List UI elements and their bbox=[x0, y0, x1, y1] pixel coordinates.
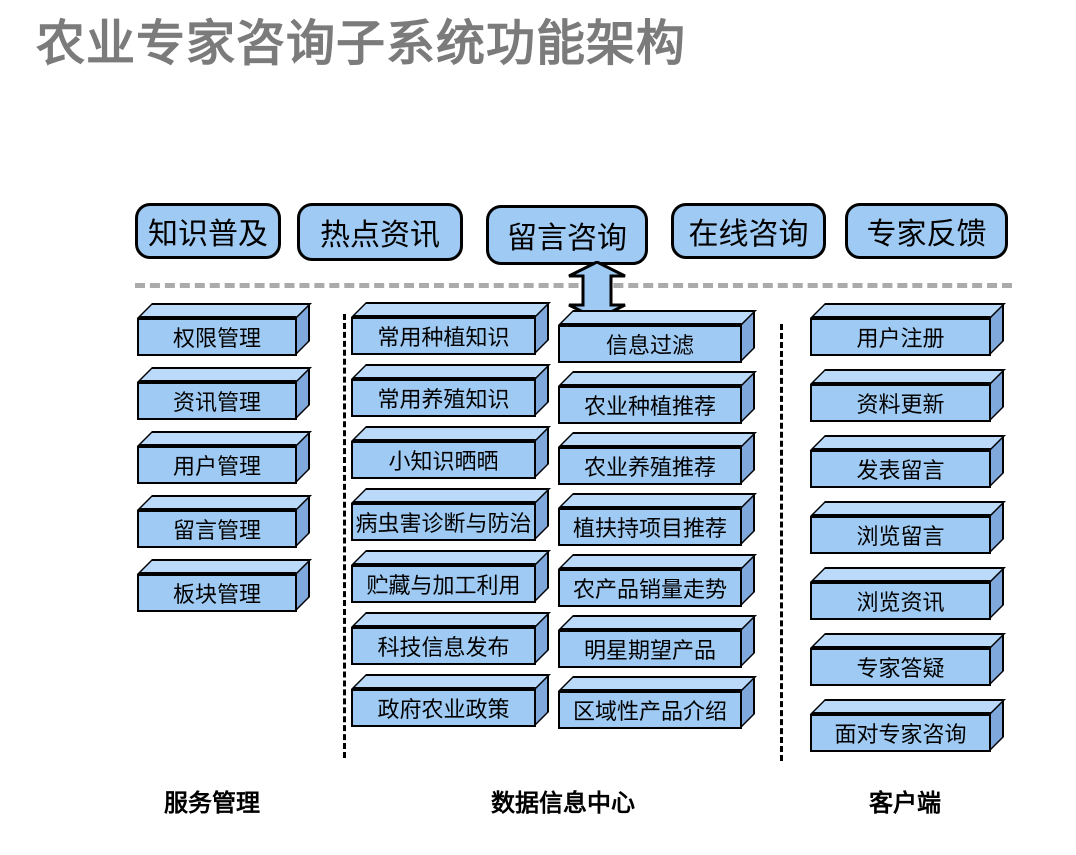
box-label: 植扶持项目推荐 bbox=[558, 508, 742, 546]
box-regional-product-intro: 区域性产品介绍 bbox=[558, 676, 757, 729]
cube-top-face bbox=[351, 488, 551, 503]
horizontal-dashed-divider bbox=[135, 283, 1012, 288]
box-gov-agri-policy: 政府农业政策 bbox=[351, 674, 551, 727]
box-label: 病虫害诊断与防治 bbox=[351, 503, 536, 541]
cube-top-face bbox=[558, 554, 757, 569]
box-label: 发表留言 bbox=[810, 450, 991, 488]
box-label: 板块管理 bbox=[137, 574, 297, 612]
box-label: 农业种植推荐 bbox=[558, 386, 742, 424]
column-data-center-left: 常用种植知识 常用养殖知识 小知识晒晒 病虫害诊断与防治 贮藏与加工利用 科技信… bbox=[351, 302, 551, 727]
box-user-register: 用户注册 bbox=[810, 303, 1006, 356]
box-message-mgmt: 留言管理 bbox=[137, 495, 312, 548]
cube-top-face bbox=[810, 633, 1006, 648]
cube-top-face bbox=[558, 371, 757, 386]
cube-top-face bbox=[137, 303, 312, 318]
box-board-mgmt: 板块管理 bbox=[137, 559, 312, 612]
top-box-expert-feedback: 专家反馈 bbox=[845, 203, 1008, 259]
box-planting-recommend: 农业种植推荐 bbox=[558, 371, 757, 424]
box-label: 区域性产品介绍 bbox=[558, 691, 742, 729]
box-pest-diagnosis: 病虫害诊断与防治 bbox=[351, 488, 551, 541]
box-breeding-recommend: 农业养殖推荐 bbox=[558, 432, 757, 485]
box-label: 农业养殖推荐 bbox=[558, 447, 742, 485]
box-post-message: 发表留言 bbox=[810, 435, 1006, 488]
cube-top-face bbox=[558, 493, 757, 508]
box-label: 资讯管理 bbox=[137, 382, 297, 420]
box-support-project-recommend: 植扶持项目推荐 bbox=[558, 493, 757, 546]
caption-client: 客户端 bbox=[869, 790, 941, 817]
top-box-message-consult: 留言咨询 bbox=[486, 205, 648, 265]
box-label: 留言管理 bbox=[137, 510, 297, 548]
box-label: 资料更新 bbox=[810, 384, 991, 422]
box-user-mgmt: 用户管理 bbox=[137, 431, 312, 484]
cube-top-face bbox=[810, 369, 1006, 384]
box-label: 信息过滤 bbox=[558, 325, 742, 363]
caption-data-information-center: 数据信息中心 bbox=[491, 790, 635, 817]
box-expert-qa: 专家答疑 bbox=[810, 633, 1006, 686]
box-label: 贮藏与加工利用 bbox=[351, 565, 536, 603]
box-tips-sharing: 小知识晒晒 bbox=[351, 426, 551, 479]
box-label: 浏览留言 bbox=[810, 516, 991, 554]
box-news-mgmt: 资讯管理 bbox=[137, 367, 312, 420]
column-client: 用户注册 资料更新 发表留言 浏览留言 浏览资讯 专家答疑 bbox=[810, 303, 1006, 752]
top-box-knowledge-popularization: 知识普及 bbox=[135, 203, 281, 259]
cube-top-face bbox=[351, 674, 551, 689]
column-data-center-right: 信息过滤 农业种植推荐 农业养殖推荐 植扶持项目推荐 农产品销量走势 明星期望产… bbox=[558, 310, 757, 729]
column-service-management: 权限管理 资讯管理 用户管理 留言管理 板块管理 bbox=[137, 303, 312, 612]
cube-top-face bbox=[137, 431, 312, 446]
cube-top-face bbox=[558, 310, 757, 325]
cube-top-face bbox=[810, 699, 1006, 714]
cube-top-face bbox=[351, 364, 551, 379]
cube-top-face bbox=[137, 559, 312, 574]
box-planting-knowledge: 常用种植知识 bbox=[351, 302, 551, 355]
cube-top-face bbox=[810, 435, 1006, 450]
box-star-product: 明星期望产品 bbox=[558, 615, 757, 668]
box-browse-news: 浏览资讯 bbox=[810, 567, 1006, 620]
cube-top-face bbox=[810, 303, 1006, 318]
box-label: 面对专家咨询 bbox=[810, 714, 991, 752]
cube-top-face bbox=[137, 367, 312, 382]
cube-top-face bbox=[810, 501, 1006, 516]
cube-top-face bbox=[351, 612, 551, 627]
box-label: 浏览资讯 bbox=[810, 582, 991, 620]
box-label: 用户注册 bbox=[810, 318, 991, 356]
box-browse-messages: 浏览留言 bbox=[810, 501, 1006, 554]
cube-top-face bbox=[558, 676, 757, 691]
box-label: 农产品销量走势 bbox=[558, 569, 742, 607]
box-face-expert-consult: 面对专家咨询 bbox=[810, 699, 1006, 752]
caption-service-management: 服务管理 bbox=[164, 790, 260, 817]
cube-top-face bbox=[810, 567, 1006, 582]
box-label: 用户管理 bbox=[137, 446, 297, 484]
vertical-dashed-divider-right bbox=[780, 324, 783, 761]
box-label: 科技信息发布 bbox=[351, 627, 536, 665]
box-sales-trend: 农产品销量走势 bbox=[558, 554, 757, 607]
box-info-filter: 信息过滤 bbox=[558, 310, 757, 363]
box-label: 常用养殖知识 bbox=[351, 379, 536, 417]
box-breeding-knowledge: 常用养殖知识 bbox=[351, 364, 551, 417]
box-permission-mgmt: 权限管理 bbox=[137, 303, 312, 356]
vertical-dashed-divider-left bbox=[343, 314, 346, 758]
top-box-online-consult: 在线咨询 bbox=[671, 203, 826, 259]
cube-top-face bbox=[351, 426, 551, 441]
cube-top-face bbox=[351, 302, 551, 317]
box-label: 权限管理 bbox=[137, 318, 297, 356]
box-label: 常用种植知识 bbox=[351, 317, 536, 355]
cube-top-face bbox=[351, 550, 551, 565]
box-storage-processing: 贮藏与加工利用 bbox=[351, 550, 551, 603]
cube-top-face bbox=[558, 432, 757, 447]
box-label: 小知识晒晒 bbox=[351, 441, 536, 479]
box-label: 明星期望产品 bbox=[558, 630, 742, 668]
cube-top-face bbox=[137, 495, 312, 510]
box-label: 政府农业政策 bbox=[351, 689, 536, 727]
box-profile-update: 资料更新 bbox=[810, 369, 1006, 422]
top-box-hot-news: 热点资讯 bbox=[297, 203, 463, 261]
cube-top-face bbox=[558, 615, 757, 630]
page-title: 农业专家咨询子系统功能架构 bbox=[36, 17, 687, 71]
box-label: 专家答疑 bbox=[810, 648, 991, 686]
box-tech-info-release: 科技信息发布 bbox=[351, 612, 551, 665]
